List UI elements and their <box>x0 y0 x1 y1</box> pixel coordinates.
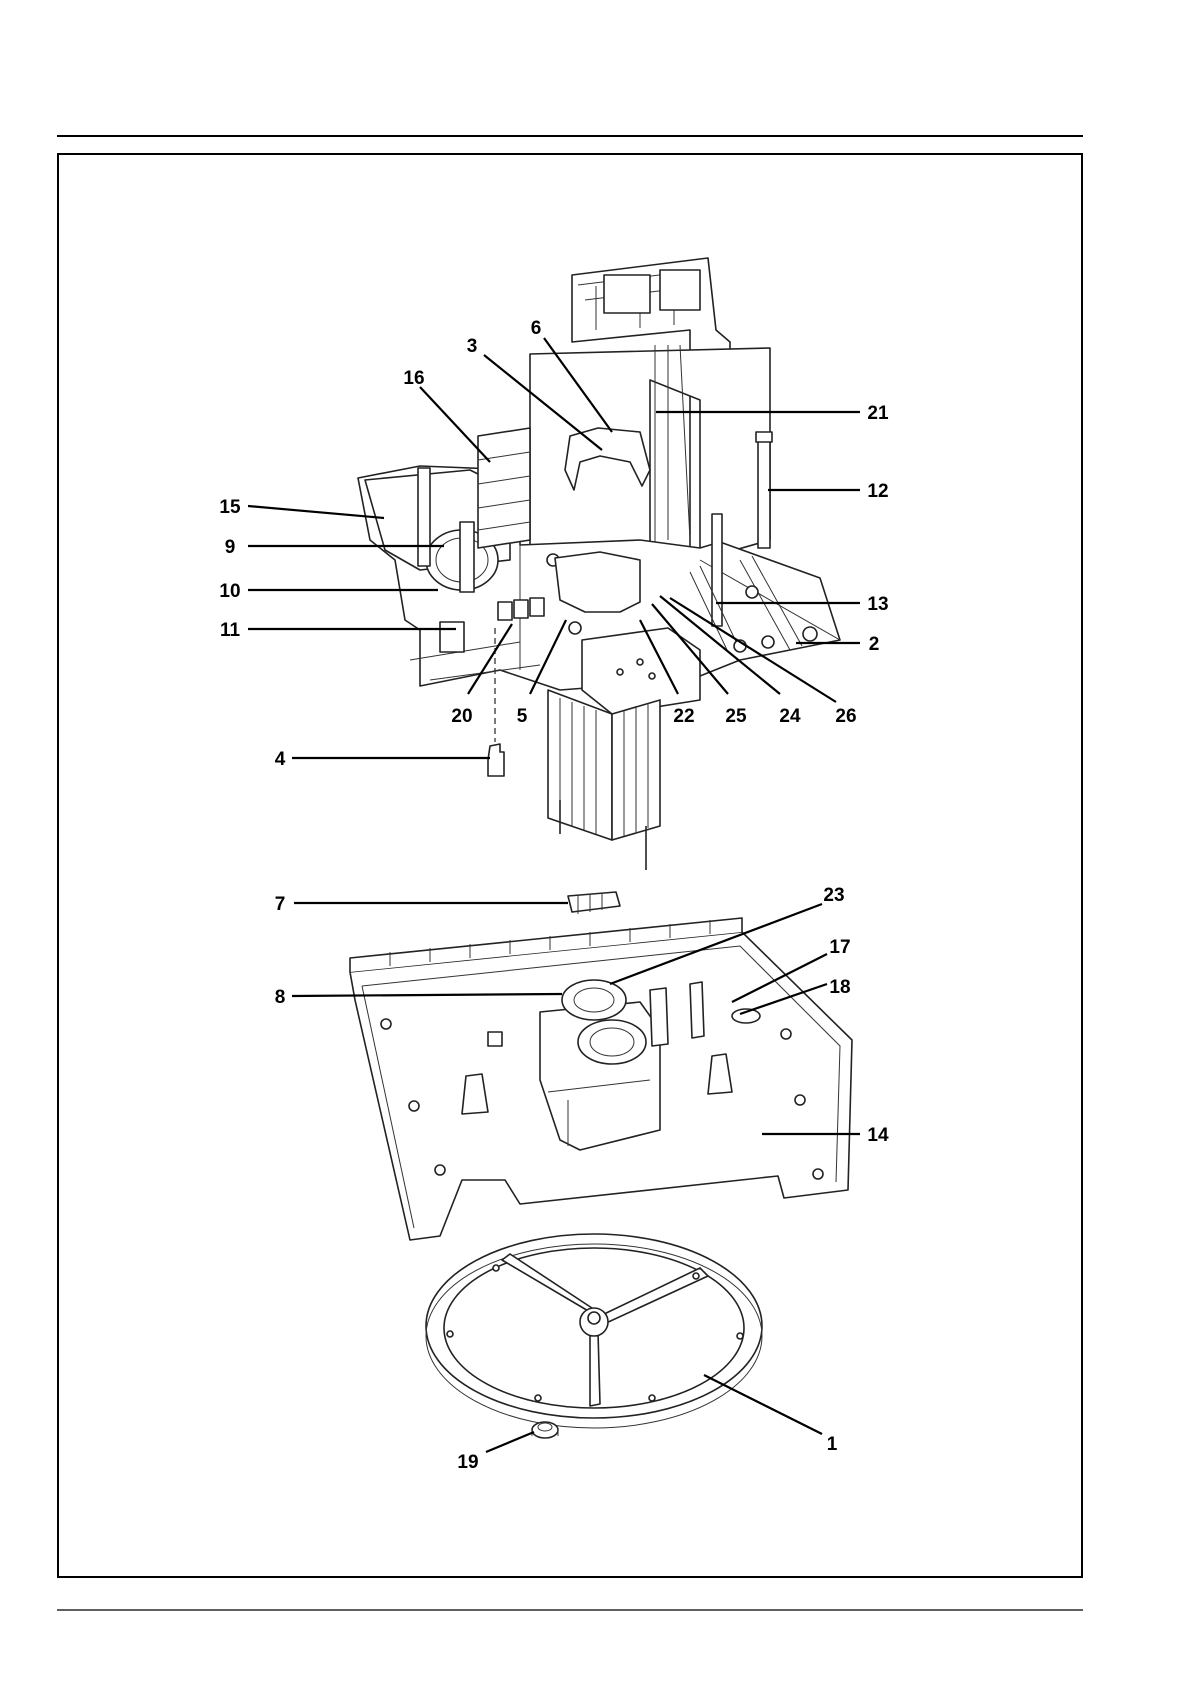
leader-1 <box>704 1375 822 1434</box>
callout-16: 16 <box>403 368 424 389</box>
callout-14: 14 <box>867 1125 889 1146</box>
part-7-comb <box>568 892 620 914</box>
callout-23: 23 <box>823 885 844 906</box>
part-19-grommet <box>532 1422 558 1438</box>
callout-3: 3 <box>467 336 478 357</box>
callout-18: 18 <box>829 977 850 998</box>
callout-8: 8 <box>275 987 286 1008</box>
callout-10: 10 <box>219 581 240 602</box>
callout-15: 15 <box>219 497 241 518</box>
leader-19 <box>486 1432 534 1452</box>
callout-7: 7 <box>275 894 286 915</box>
callout-9: 9 <box>225 537 236 558</box>
callout-2: 2 <box>869 634 880 655</box>
callout-17: 17 <box>829 937 850 958</box>
callout-19: 19 <box>457 1452 478 1473</box>
callout-21: 21 <box>867 403 889 424</box>
callout-22: 22 <box>673 706 694 727</box>
callout-4: 4 <box>275 749 286 770</box>
callout-12: 12 <box>867 481 888 502</box>
callout-25: 25 <box>725 706 747 727</box>
callout-5: 5 <box>517 706 528 727</box>
callout-6: 6 <box>531 318 542 339</box>
base-tray <box>350 918 852 1240</box>
leader-16 <box>420 387 490 462</box>
callout-1: 1 <box>827 1434 838 1455</box>
callout-24: 24 <box>779 706 801 727</box>
callout-11: 11 <box>220 620 241 641</box>
callout-13: 13 <box>867 594 888 615</box>
upper-chassis-assembly <box>358 258 840 870</box>
callout-26: 26 <box>835 706 856 727</box>
callout-20: 20 <box>451 706 472 727</box>
spoked-ring <box>426 1234 762 1428</box>
